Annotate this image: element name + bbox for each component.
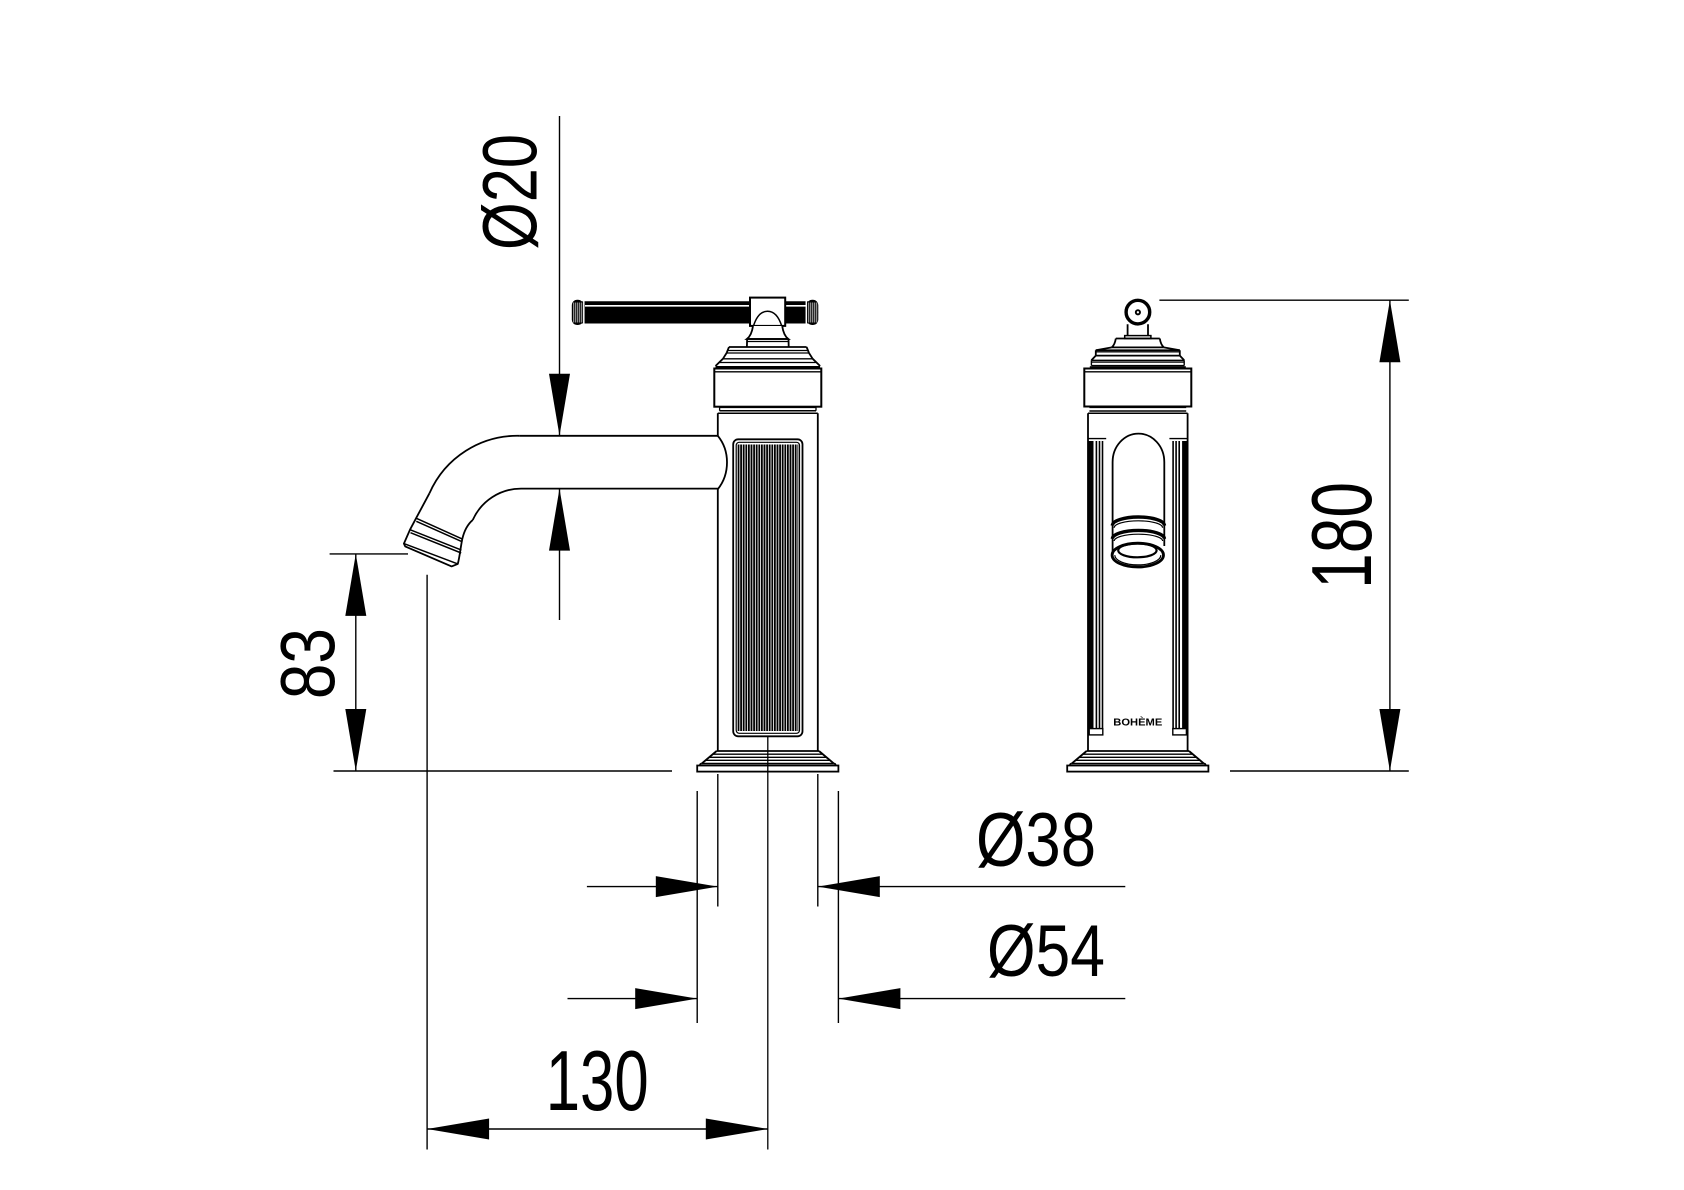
svg-text:Ø54: Ø54: [987, 911, 1105, 992]
svg-text:130: 130: [546, 1034, 649, 1129]
svg-text:180: 180: [1295, 482, 1390, 589]
svg-text:Ø20: Ø20: [468, 134, 554, 250]
svg-text:BOHÈME: BOHÈME: [1113, 716, 1162, 729]
svg-text:Ø38: Ø38: [976, 798, 1096, 883]
svg-text:83: 83: [266, 628, 352, 699]
